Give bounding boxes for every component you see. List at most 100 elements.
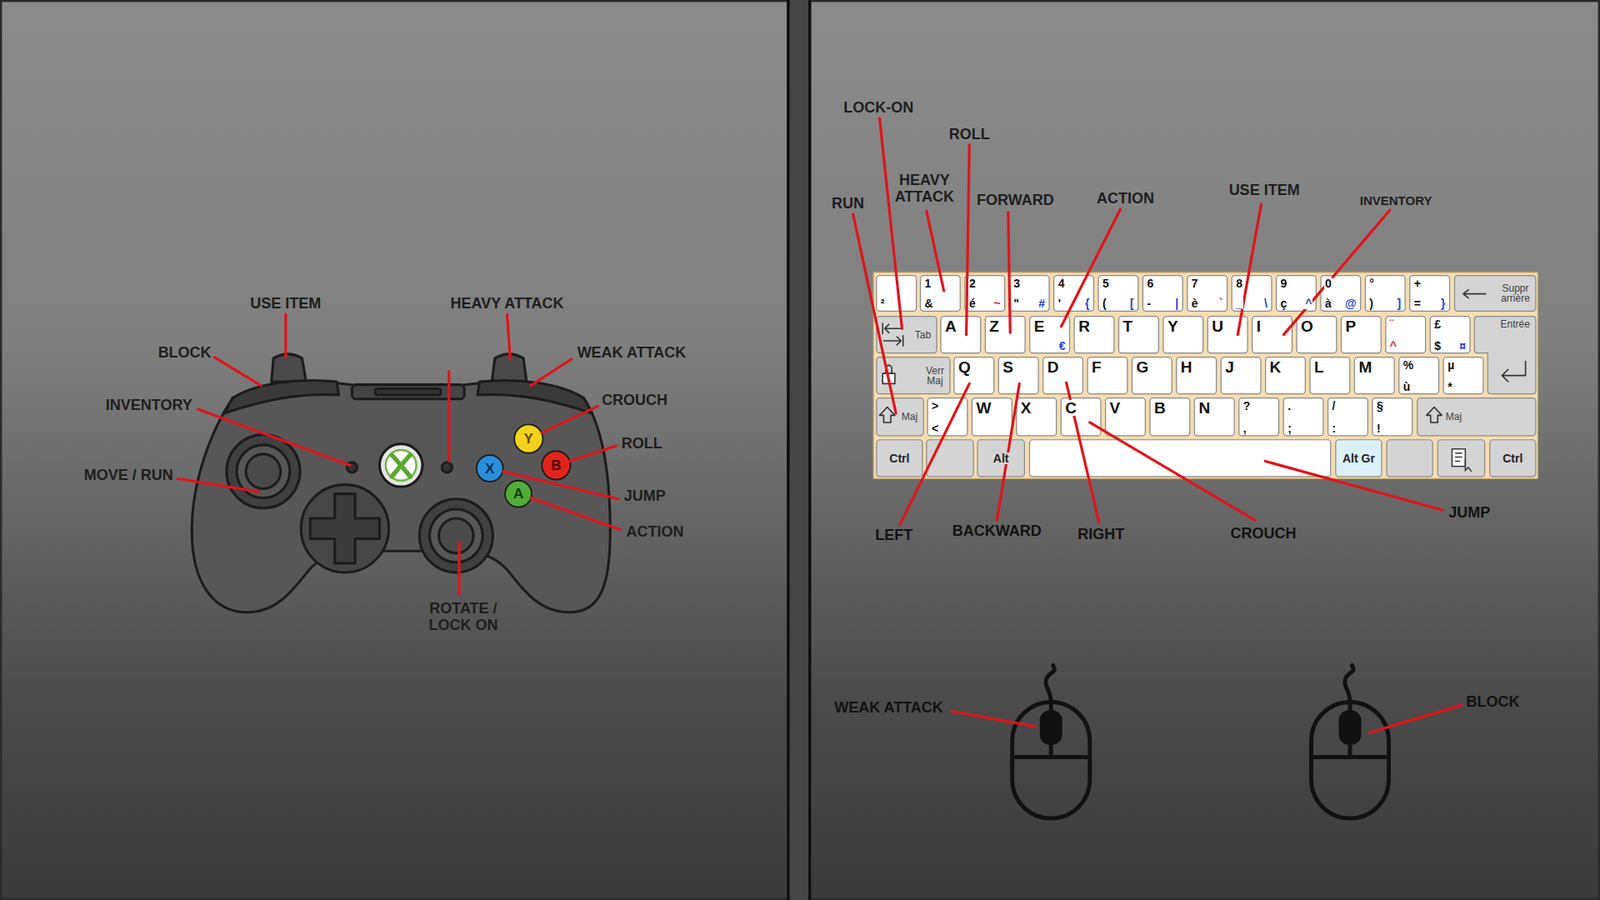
leader-line [457,542,460,594]
callout-label: CROUCH [601,392,668,410]
callout-label: BLOCK [158,345,212,362]
key-legend: C [1064,400,1078,416]
keyboard-key: F [1087,357,1128,395]
key-legend: ~ [992,297,1001,310]
leader-line [1265,460,1443,510]
key-legend: 6 [1145,277,1155,290]
leader-line [507,314,511,360]
top-port [375,389,441,395]
callout-label: INVENTORY [1360,194,1433,209]
keyboard-key: 5([ [1098,275,1139,312]
keyboard-key: R [1074,316,1115,354]
key-shape [1054,275,1095,312]
keyboard-key: °)] [1365,275,1405,312]
key-shape [965,275,1005,312]
key-legend: Suppr arrière [1500,283,1531,304]
callout-label: ROLL [949,126,990,144]
keyboard-key: B [1150,398,1190,436]
key-shape [1074,316,1115,354]
guide-logo [391,455,410,477]
keyboard-key: W [971,398,1012,436]
key-legend: O [1300,318,1315,335]
key-legend: ° [1368,277,1375,290]
callout-label: ROLL [621,435,663,453]
key-shape [1098,275,1139,312]
key-legend: ² [880,297,886,310]
key-legend: 0 [1324,277,1333,290]
keyboard-key: ¨^ [1385,316,1426,354]
key-shape [1443,357,1484,395]
key-legend: Verr Maj [925,365,945,386]
key-shape [876,316,937,354]
key-shape [1410,275,1450,312]
keyboard-key: Q [954,357,995,395]
key-legend: H [1180,359,1194,375]
key-shape [1016,398,1057,436]
leader-line [447,371,450,462]
keyboard-key: µ* [1443,357,1484,395]
key-legend: W [975,400,992,416]
key-legend: Maj [1445,411,1463,422]
key-legend: > [930,400,940,412]
leader-line [284,314,287,357]
face-button-shape [476,455,504,482]
key-legend: } [1440,297,1446,310]
guide-logo [385,450,417,481]
key-legend: + [1413,277,1422,290]
key-legend: " [1012,297,1020,310]
key-legend: # [1037,297,1046,310]
key-legend: ` [1218,297,1225,310]
leader-line [1237,204,1261,335]
right-stick [419,499,493,573]
left-bumper [224,380,339,413]
key-legend: F [1090,359,1103,375]
keyboard [873,272,1538,479]
key-shape [1328,398,1369,436]
key-legend: µ [1446,359,1455,371]
key-legend: ù [1402,380,1412,393]
key-legend: ( [1101,297,1108,310]
key-legend: G [1135,359,1150,375]
keyboard-key: 8_\ [1231,275,1272,312]
callout-label: BACKWARD [952,523,1042,540]
blank-key [1386,440,1433,477]
key-shape [920,275,960,312]
face-button: B [541,450,570,480]
keyboard-key: Ctrl [876,440,923,477]
guide-button [380,444,423,487]
keyboard-key: Y [1163,316,1204,354]
keyboard-key: 3"# [1009,275,1050,312]
key-shape [971,398,1012,436]
key-legend: T [1122,318,1135,335]
key-legend: Tab [914,330,932,340]
keyboard-key: Z [985,316,1025,354]
key-legend: Z [988,318,1000,335]
space-bar [1030,440,1331,477]
callout-label: HEAVY ATTACK [450,295,565,313]
keyboard-key: §! [1372,398,1413,436]
divider-edge [808,0,811,900]
left-trigger [271,354,307,382]
callout-label: USE ITEM [1229,182,1300,200]
leader-lines [177,118,1461,733]
keyboard-key: Ctrl [1490,440,1536,477]
leader-line [880,118,903,329]
key-legend: % [1402,359,1415,371]
key-legend: Ctrl [888,452,910,465]
key-icons [880,290,1526,423]
callout-label: MOVE / RUN [84,467,174,485]
key-legend: ¤ [1458,340,1467,352]
key-shape [1194,398,1235,436]
keyboard-key: /: [1328,398,1369,436]
key-legend: ' [1057,297,1062,310]
keyboard-key: £$¤ [1430,316,1470,354]
keyboard-key: +=} [1410,275,1450,312]
callout-label: INVENTORY [105,397,193,415]
key-legend: ? [1242,400,1252,412]
key-legend: ] [1395,297,1402,310]
key-legend: Maj [900,411,919,422]
key-legend: / [1331,400,1337,412]
leader-line [1283,210,1390,335]
key-shape [876,440,923,477]
key-legend: ; [1286,422,1293,435]
